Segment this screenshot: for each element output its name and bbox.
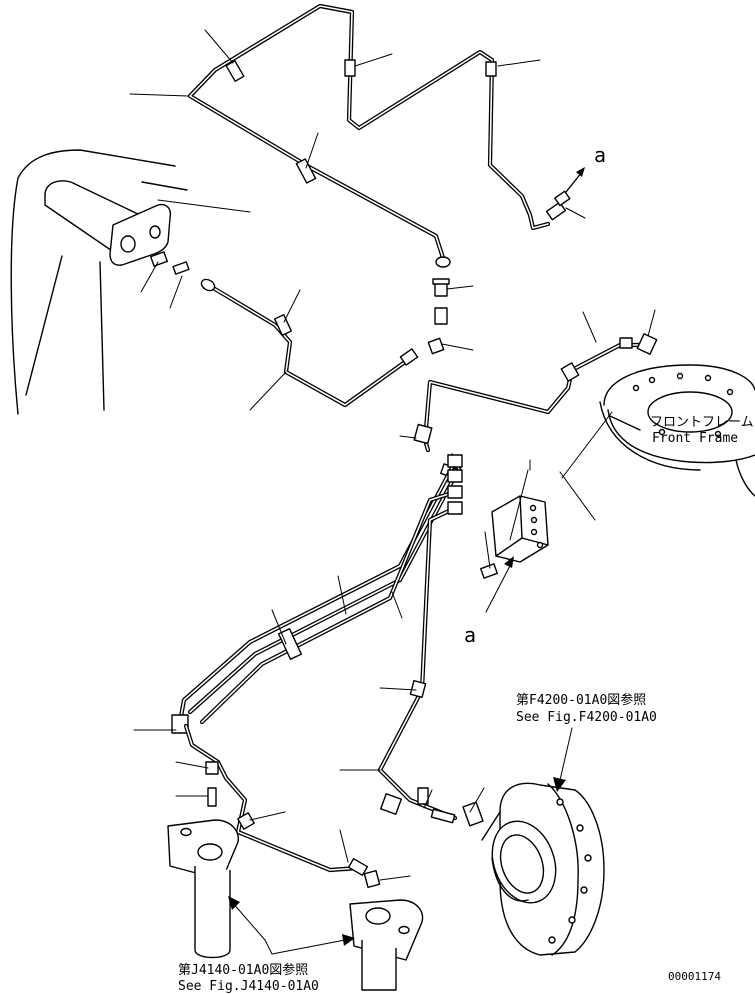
upper-central-fittings (427, 256, 451, 355)
reference-arrows (228, 727, 573, 955)
see-fig-j4140-en: See Fig.J4140-01A0 (178, 979, 319, 994)
leader-lines (129, 29, 656, 881)
cylinder-bracket-right (349, 899, 424, 991)
lower-right-fittings (380, 787, 484, 827)
cylinder-bracket-left (167, 819, 239, 959)
cylinder-mount-left (10, 149, 190, 415)
lower-left-pipe (183, 723, 381, 889)
view-arrow-label-lower: a (464, 623, 476, 647)
front-frame-label-en: Front Frame (652, 431, 738, 446)
drawing-number: 00001174 (668, 970, 721, 983)
front-frame-label-jp: フロントフレーム (650, 415, 754, 430)
front-frame (559, 364, 755, 521)
front-frame-pipe (413, 333, 658, 453)
see-fig-f4200-jp: 第F4200-01A0図参照 (516, 692, 646, 708)
upper-pipe-route (187, 3, 551, 261)
left-cylinder-pipe (200, 278, 419, 408)
view-arrow-label-upper: a (594, 143, 606, 167)
see-fig-j4140-jp: 第J4140-01A0図参照 (178, 962, 308, 978)
valve-block (480, 495, 549, 579)
see-fig-f4200-en: See Fig.F4200-01A0 (516, 710, 657, 725)
upper-clamps (225, 59, 497, 184)
hub-assembly (481, 782, 605, 956)
upper-right-fitting (545, 167, 585, 221)
